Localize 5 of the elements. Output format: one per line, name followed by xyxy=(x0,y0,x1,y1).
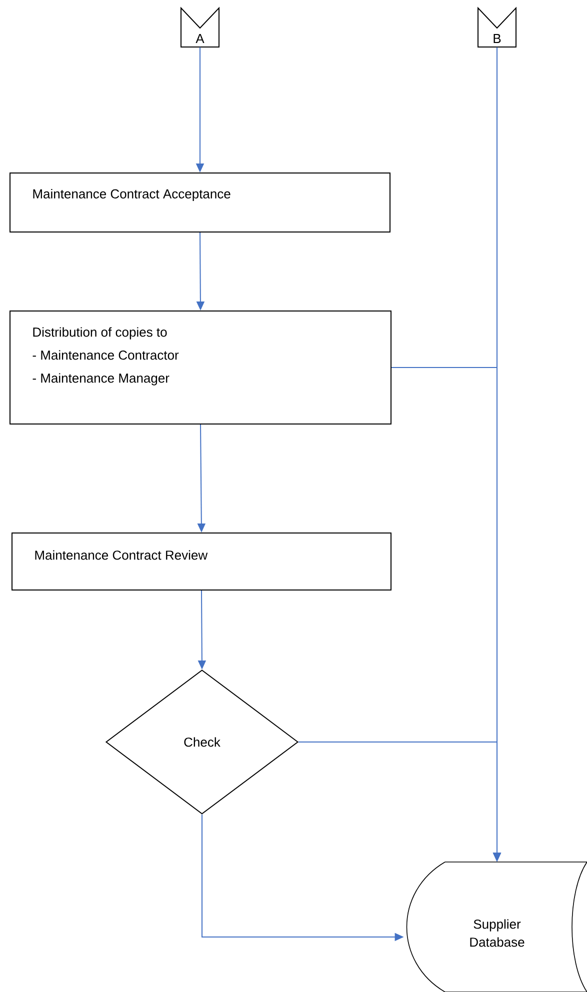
offpage-connector: A xyxy=(180,6,220,48)
process-box: Maintenance Contract Acceptance xyxy=(10,172,390,232)
offpage-connector: B xyxy=(478,6,516,48)
process-box: Distribution of copies to - Maintenance Contractor - Maintenance Manager xyxy=(10,310,392,424)
process-box: Maintenance Contract Review xyxy=(12,532,392,590)
